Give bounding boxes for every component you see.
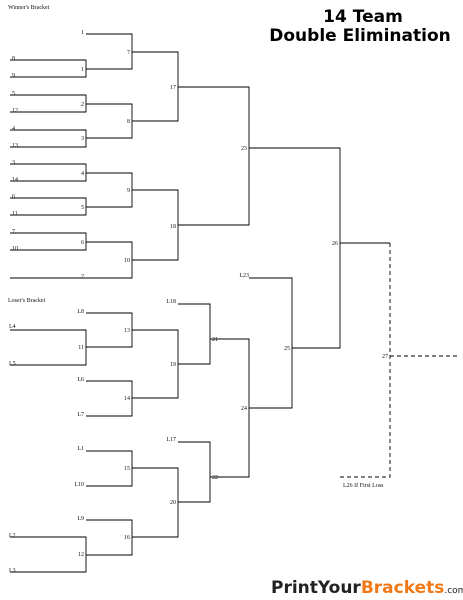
loser-slot-label: L10 [74,482,84,488]
if-first-loss-note: L26 If First Loss [343,482,384,489]
loser-slot-label: L7 [77,412,84,418]
game-number: 22 [212,475,218,481]
game-number: 11 [78,345,84,351]
losers-game-numbers: 11 12 13 14 15 16 19 20 21 22 24 25 [78,328,290,558]
printyourbrackets-logo: PrintYourBrackets.com [271,578,463,598]
seed-label: 7 [12,229,15,235]
match-line [86,519,133,556]
loser-slot-label: L9 [77,516,84,522]
match-line [249,147,341,349]
match-line [210,277,293,409]
seed-label: 5 [12,91,15,97]
losers-bracket [10,277,293,573]
game-number: 4 [81,171,84,177]
match-line [86,380,133,417]
game-number: 17 [170,85,176,91]
seed-label: 13 [12,143,18,149]
losers-slots: L8 L4 L5 L6 L7 L1 L10 L9 L2 L3 L18 L17 L… [9,273,249,574]
match-line [132,51,179,122]
seed-label: 3 [12,160,15,166]
game-number: 8 [127,119,130,125]
seed-label: 6 [12,194,15,200]
loser-slot-label: L8 [77,309,84,315]
game-number: 16 [124,535,130,541]
seed-label: 4 [12,126,15,132]
game-number: 27 [382,354,388,360]
match-line [10,241,133,279]
loser-slot-label: L5 [9,361,16,367]
match-line [10,536,87,573]
winners-bracket-label: Winner's Bracket [8,5,50,11]
match-line [10,129,87,148]
match-line [86,103,133,139]
title-line-1: 14 Team [323,7,403,27]
winners-game-numbers: 1 2 3 4 5 6 7 8 9 10 17 18 23 [81,50,247,264]
match-line [10,94,87,113]
match-line [86,172,133,208]
winners-seeds: 1 8 9 5 12 4 13 3 14 6 11 7 10 2 [12,30,84,280]
match-line [86,33,133,70]
match-line [86,450,133,487]
loser-slot-label: L4 [9,324,16,330]
game-number: 9 [127,188,130,194]
game-number: 7 [127,50,130,56]
seed-label: 11 [12,211,18,217]
game-number: 1 [81,67,84,73]
winners-bracket [10,33,390,349]
seed-label: 10 [12,246,18,252]
game-number: 21 [212,337,218,343]
game-number: 18 [170,224,176,230]
loser-slot-label: L18 [166,299,176,305]
loser-slot-label: L6 [77,377,84,383]
loser-slot-label: L17 [166,437,176,443]
game-number: 23 [241,146,247,152]
match-line [10,329,87,366]
finals-bracket [340,243,458,478]
game-number: 25 [284,346,290,352]
match-line [10,197,87,216]
game-number: 14 [124,396,130,402]
logo-part: PrintYour [271,578,361,598]
match-line [210,408,250,478]
game-number: 13 [124,328,130,334]
logo-part: Brackets [361,578,445,598]
logo-part: .com [444,586,463,596]
seed-label: 14 [12,177,18,183]
game-number: 10 [124,258,130,264]
loser-slot-label: L1 [77,446,84,452]
game-number: 2 [81,102,84,108]
seed-label: 12 [12,108,18,114]
seed-label: 1 [81,30,84,36]
seed-label: 2 [81,274,84,280]
game-number: 20 [170,500,176,506]
match-line [10,232,87,251]
loser-slot-label: L3 [9,568,16,574]
game-number: 5 [81,205,84,211]
logo-text: PrintYourBrackets.com [271,578,463,598]
title-line-2: Double Elimination [269,26,450,46]
game-number: 26 [332,241,338,247]
loser-slot-label: L23 [239,273,249,279]
match-line [132,467,179,538]
match-line [178,441,211,503]
match-line [10,59,87,78]
match-line [178,86,250,226]
seed-label: 9 [12,73,15,79]
if-necessary-line [340,243,391,478]
losers-bracket-label: Loser's Bracket [8,298,46,304]
game-number: 3 [81,136,84,142]
game-number: 15 [124,466,130,472]
game-number: 12 [78,552,84,558]
loser-slot-label: L2 [9,533,16,539]
match-line [178,303,211,365]
game-number: 19 [170,362,176,368]
game-number: 6 [81,240,84,246]
match-line [10,163,87,182]
seed-label: 8 [12,56,15,62]
game-number: 24 [241,406,247,412]
